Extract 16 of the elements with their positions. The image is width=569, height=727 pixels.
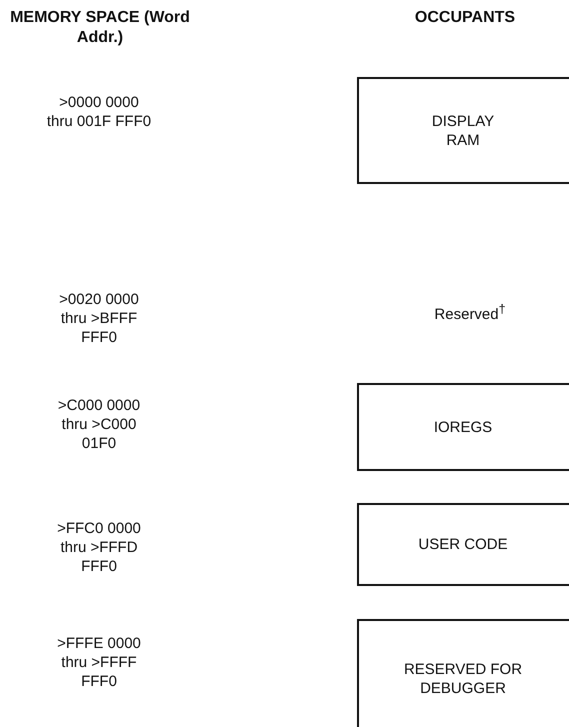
address-range: >FFC0 0000 thru >FFFD FFF0 bbox=[56, 519, 142, 576]
column-heading: MEMORY SPACE (Word Addr.) bbox=[10, 8, 190, 48]
address-range: >C000 0000 thru >C000 01F0 bbox=[56, 396, 142, 453]
occupant-text: Reserved$^{†}$ bbox=[433, 301, 507, 324]
address-range: >FFFE 0000 thru >FFFF FFF0 bbox=[56, 634, 142, 691]
address-range: >0000 0000 thru 001F FFF0 bbox=[46, 93, 152, 131]
region-name: USER CODE bbox=[418, 535, 508, 554]
region-name: IOREGS bbox=[434, 418, 492, 436]
memory-region-box bbox=[357, 77, 569, 184]
address-range: >0020 0000 thru >BFFF FFF0 bbox=[58, 290, 140, 347]
region-name: RESERVED FOR DEBUGGER bbox=[402, 660, 524, 698]
memory-region-box bbox=[357, 503, 569, 586]
region-name: DISPLAY RAM bbox=[430, 112, 496, 150]
column-heading: OCCUPANTS bbox=[414, 8, 516, 28]
memory-region-box bbox=[357, 619, 569, 727]
memory-region-box bbox=[357, 383, 569, 471]
